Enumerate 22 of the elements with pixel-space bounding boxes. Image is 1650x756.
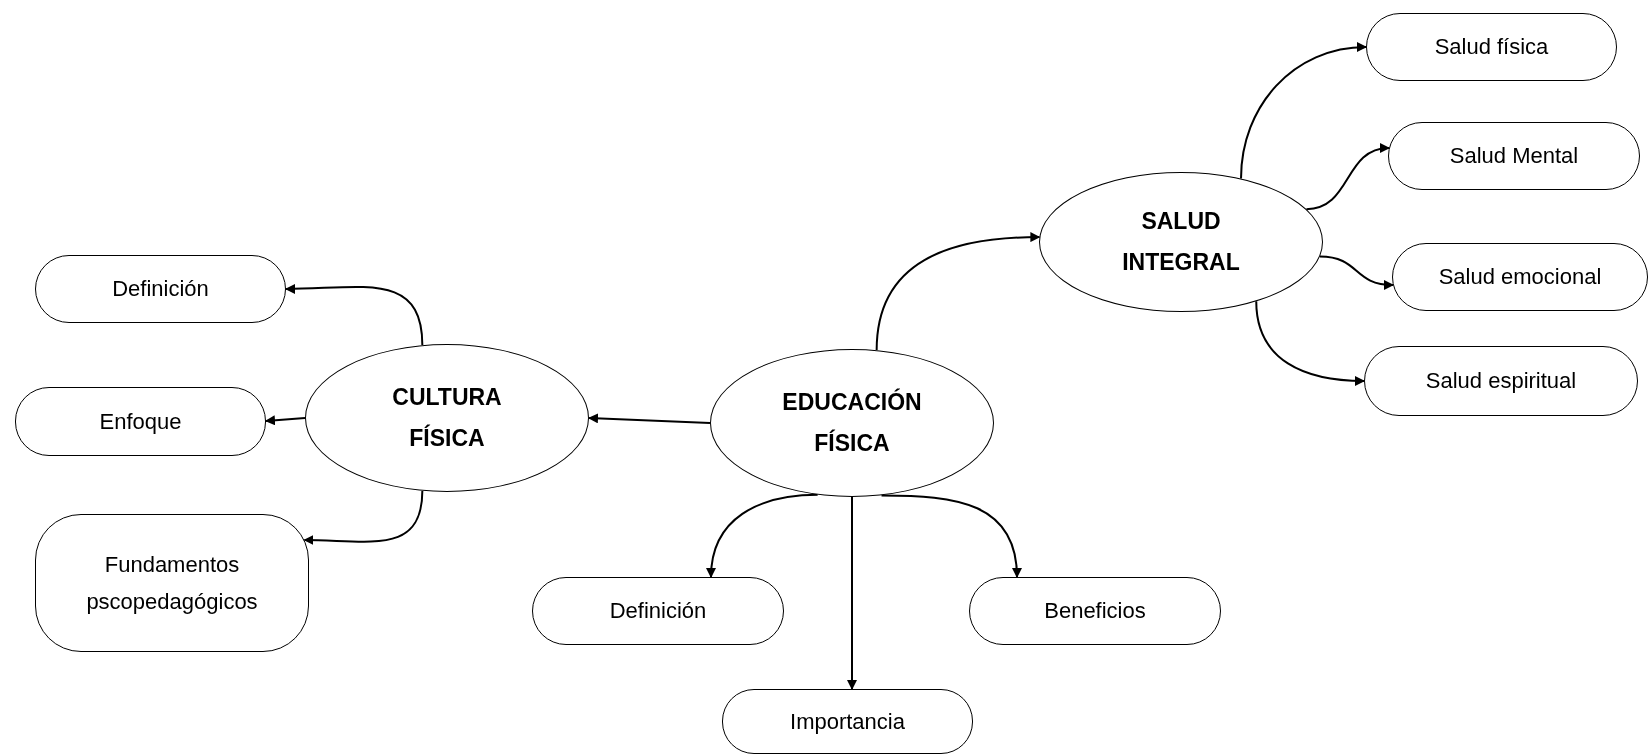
topic-label: Salud física xyxy=(1433,33,1550,62)
topic-label: Salud espiritual xyxy=(1424,367,1578,396)
topic-label: Beneficios xyxy=(1043,597,1147,626)
arrow xyxy=(1255,300,1365,386)
topic-label: Salud emocional xyxy=(1437,263,1603,292)
topic-label: Enfoque xyxy=(98,407,183,436)
topic-label: Salud Mental xyxy=(1448,142,1580,171)
arrow xyxy=(1240,42,1367,180)
topic-box xyxy=(35,514,309,652)
topic-label: Importancia xyxy=(789,707,906,736)
arrow xyxy=(265,415,306,426)
arrow xyxy=(1305,144,1390,211)
concept-label: SALUD INTEGRAL xyxy=(1121,206,1241,277)
topic-label: Definición xyxy=(608,597,708,626)
arrow xyxy=(588,413,711,424)
topic-label: Fundamentos pscopedagógicos xyxy=(85,550,259,616)
topic-label: Definición xyxy=(111,275,210,304)
arrow xyxy=(706,493,819,578)
concept-label: EDUCACIÓN FÍSICA xyxy=(781,387,923,458)
arrow xyxy=(880,494,1022,578)
concept-label: CULTURA FÍSICA xyxy=(391,382,503,453)
arrow xyxy=(847,496,857,690)
